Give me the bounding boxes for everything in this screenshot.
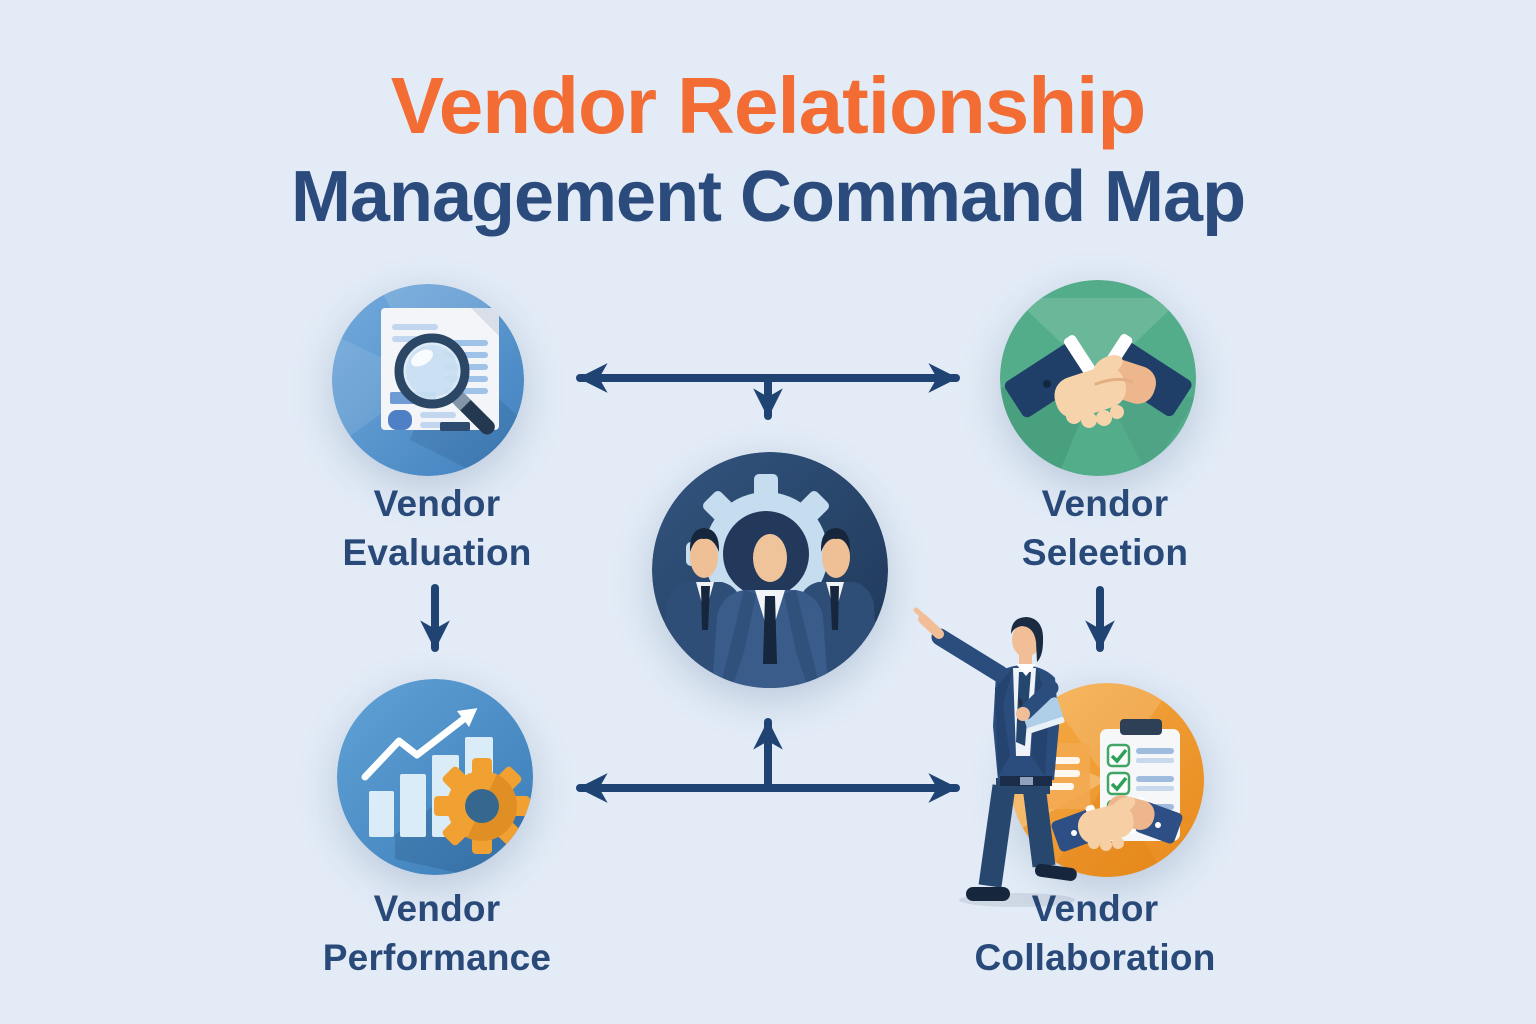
shoe xyxy=(966,887,1010,901)
label-vendor-selection: Vendor Seleetion xyxy=(1022,479,1188,577)
label-line: Vendor xyxy=(373,483,501,524)
label-vendor-performance: Vendor Performance xyxy=(323,884,551,982)
gear-icon xyxy=(434,758,530,854)
hair xyxy=(1011,617,1044,662)
label-line: Seleetion xyxy=(1021,532,1189,573)
shoe xyxy=(1034,863,1077,881)
node-vendor-selection xyxy=(1000,280,1196,476)
label-line: Vendor xyxy=(373,888,501,929)
label-line: Vendor xyxy=(1031,888,1159,929)
handshake-hands xyxy=(1051,795,1183,852)
page-title-line2: Management Command Map xyxy=(290,157,1246,237)
label-line: Performance xyxy=(322,937,552,978)
team-member-center xyxy=(712,534,828,688)
node-vendor-performance xyxy=(337,679,533,875)
label-vendor-evaluation: Vendor Evaluation xyxy=(342,479,531,577)
businessman-figure xyxy=(913,607,1077,907)
growth-chart-gear-icon xyxy=(337,679,533,875)
label-vendor-collaboration: Vendor Collaboration xyxy=(974,884,1215,982)
handshake-icon xyxy=(1000,280,1196,476)
trend-arrow-icon xyxy=(361,708,478,781)
pointing-hand xyxy=(913,607,929,622)
label-line: Collaboration xyxy=(974,937,1216,978)
label-line: Vendor xyxy=(1041,483,1169,524)
node-center-team xyxy=(652,452,888,688)
node-vendor-evaluation xyxy=(332,284,524,476)
page-title-line1: Vendor Relationship xyxy=(390,61,1146,150)
handshake-hands xyxy=(1004,333,1192,428)
checklist-row xyxy=(1106,771,1174,796)
document-magnifier-icon xyxy=(332,284,524,476)
team-gear-icon xyxy=(652,452,888,688)
checklist-row xyxy=(1106,743,1174,768)
label-line: Evaluation xyxy=(342,532,532,573)
magnifier-icon xyxy=(394,333,495,435)
